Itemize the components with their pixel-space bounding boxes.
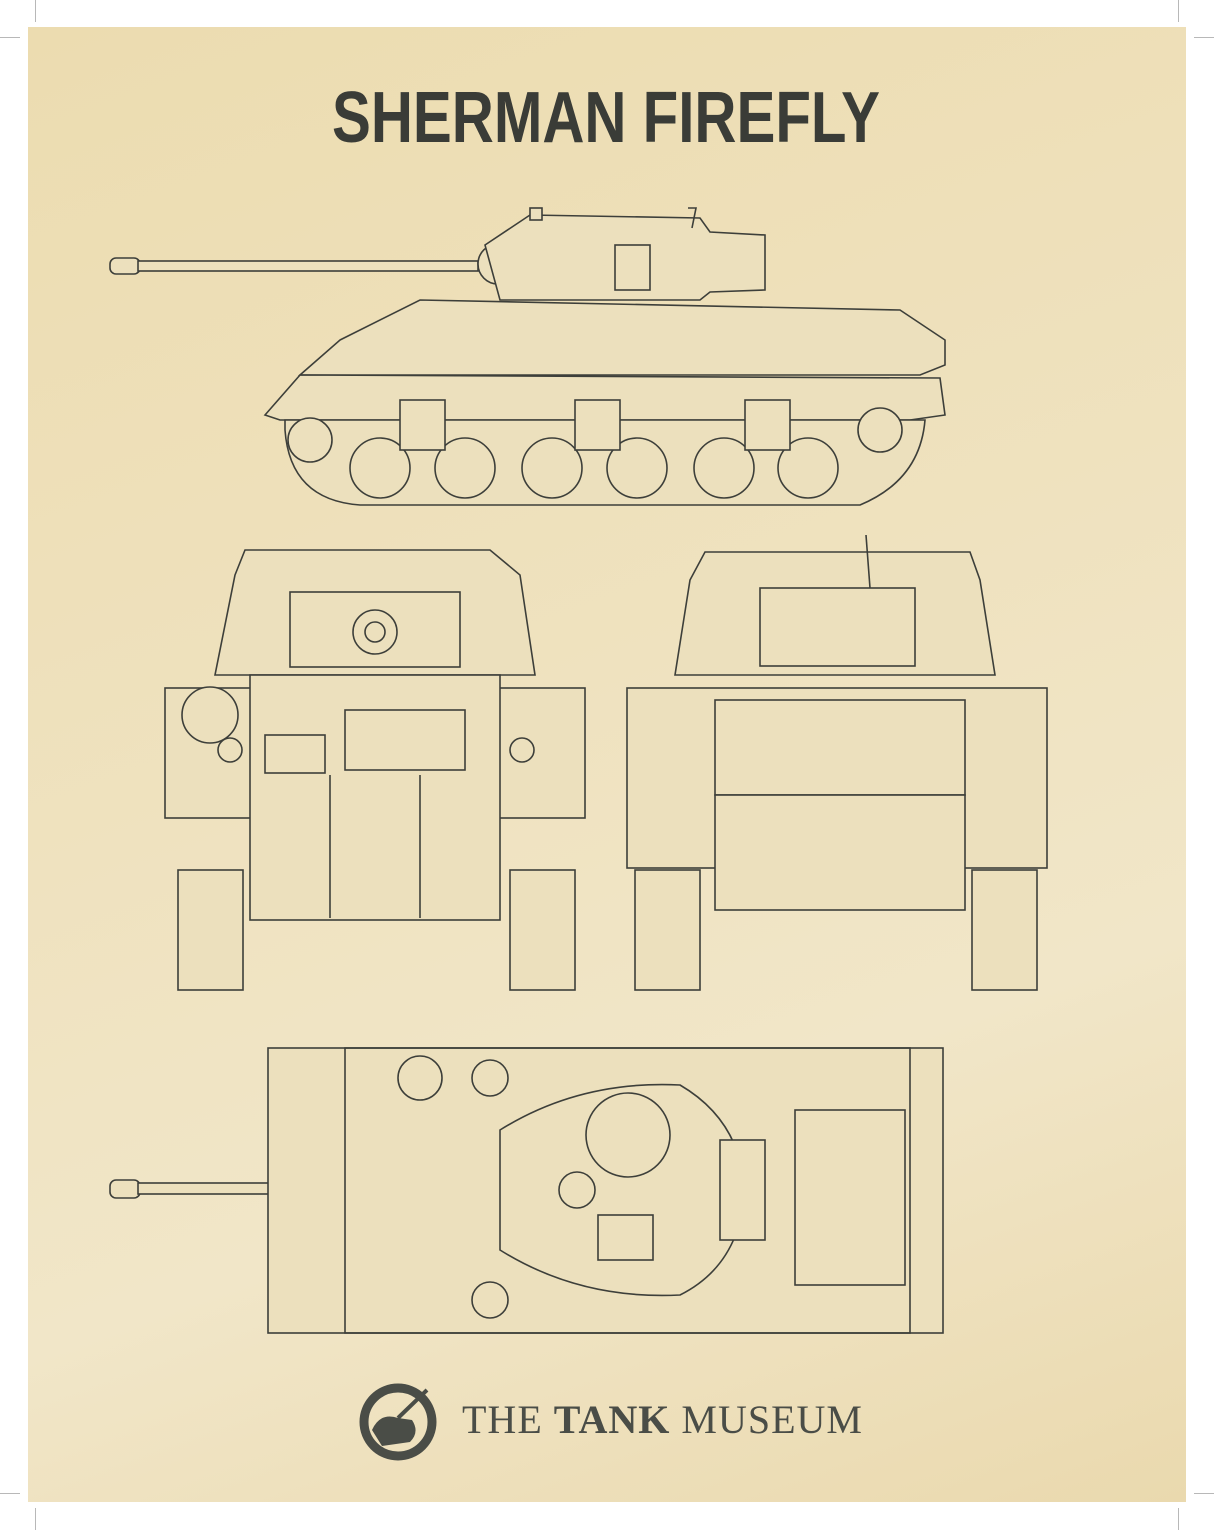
road-wheels [287,407,903,499]
crop-mark [1178,1508,1179,1530]
crop-mark [35,0,36,22]
brand-prefix: THE [462,1397,543,1442]
crop-mark [0,37,20,38]
tank-museum-logo-icon [359,1383,437,1461]
side-view [109,207,946,506]
brand-suffix: MUSEUM [670,1397,863,1442]
crop-mark [1194,37,1214,38]
front-view [164,549,586,991]
top-view [109,1047,944,1334]
rear-view [626,534,1048,991]
brand-bold: TANK [553,1397,671,1442]
crop-mark [0,1493,20,1494]
poster-title: SHERMAN FIREFLY [332,78,880,158]
crop-mark [1194,1493,1214,1494]
crop-mark [1178,0,1179,22]
crop-mark [35,1508,36,1530]
tank-museum-wordmark: THE TANK MUSEUM [462,1396,863,1443]
